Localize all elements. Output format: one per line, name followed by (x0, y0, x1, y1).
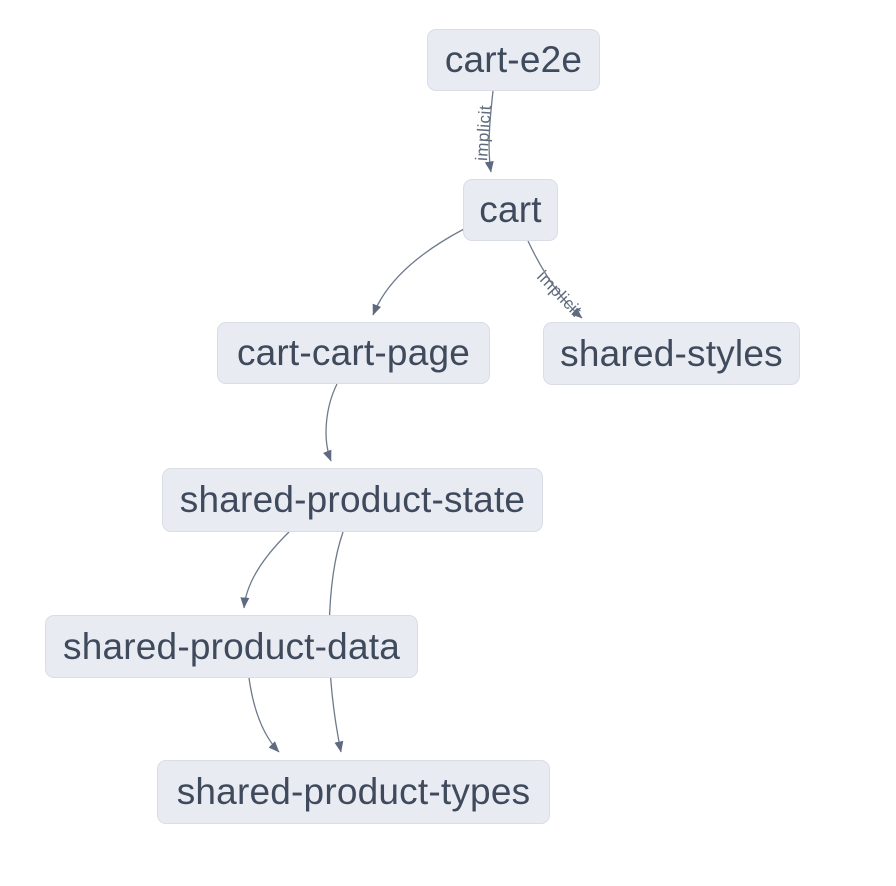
node-cart[interactable]: cart (463, 179, 558, 241)
edge-cart-to-cart-cart-page (372, 228, 465, 316)
node-shared-styles[interactable]: shared-styles (543, 322, 800, 385)
edge-cart-e2e-to-cart (484, 90, 494, 173)
node-shared-product-types[interactable]: shared-product-types (157, 760, 550, 824)
edge-cart-cart-page-to-shared-product-state (322, 383, 338, 462)
node-cart-e2e[interactable]: cart-e2e (427, 29, 600, 91)
edge-cart-to-shared-styles (527, 240, 583, 319)
node-shared-product-state[interactable]: shared-product-state (162, 468, 543, 532)
edge-shared-product-data-to-shared-product-types (248, 677, 280, 753)
node-cart-cart-page[interactable]: cart-cart-page (217, 322, 490, 384)
node-shared-product-data[interactable]: shared-product-data (45, 615, 418, 678)
edge-shared-product-state-to-shared-product-data (240, 531, 290, 609)
